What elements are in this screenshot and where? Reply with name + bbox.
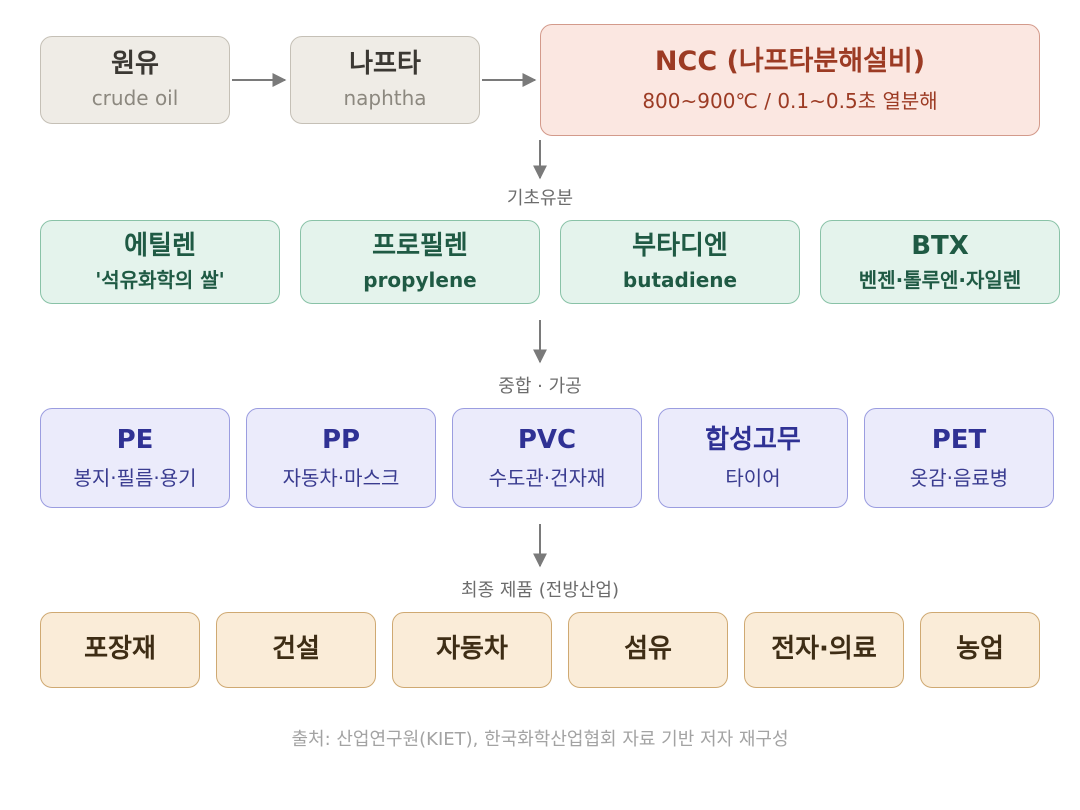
ncc-title: NCC (나프타분해설비) <box>654 45 926 77</box>
final-name: 농업 <box>956 634 1004 665</box>
polymer-use: 타이어 <box>725 465 781 490</box>
polymer-name: PE <box>116 425 154 456</box>
polymer-pet: PET 옷감·음료병 <box>864 408 1054 508</box>
basic-sub: propylene <box>363 267 477 292</box>
stage-label-basic: 기초유분 <box>506 188 574 209</box>
basic-sub: '석유화학의 쌀' <box>95 267 225 292</box>
raw-crude-oil: 원유 crude oil <box>40 36 230 124</box>
polymer-use: 자동차·마스크 <box>282 465 400 490</box>
source-note: 출처: 산업연구원(KIET), 한국화학산업협회 자료 기반 저자 재구성 <box>291 729 789 750</box>
raw-sub: naphtha <box>343 85 427 110</box>
final-agriculture: 농업 <box>920 612 1040 688</box>
basic-btx: BTX 벤젠·톨루엔·자일렌 <box>820 220 1060 304</box>
final-name: 건설 <box>272 634 320 665</box>
stage-label-polymer: 중합 · 가공 <box>498 376 582 397</box>
basic-name: 부타디엔 <box>632 231 728 262</box>
polymer-pvc: PVC 수도관·건자재 <box>452 408 642 508</box>
polymer-name: PP <box>321 425 361 456</box>
final-automobile: 자동차 <box>392 612 552 688</box>
basic-name: BTX <box>911 231 969 262</box>
ncc-desc: 800~900℃ / 0.1~0.5초 열분해 <box>642 89 938 114</box>
polymer-pe: PE 봉지·필름·용기 <box>40 408 230 508</box>
final-name: 포장재 <box>84 634 156 665</box>
polymer-name: 합성고무 <box>705 425 801 456</box>
raw-naphtha: 나프타 naphtha <box>290 36 480 124</box>
raw-name: 원유 <box>111 49 159 80</box>
final-name: 자동차 <box>436 634 508 665</box>
basic-butadiene: 부타디엔 butadiene <box>560 220 800 304</box>
stage-label-final: 최종 제품 (전방산업) <box>461 580 619 601</box>
polymer-pp: PP 자동차·마스크 <box>246 408 436 508</box>
polymer-use: 봉지·필름·용기 <box>73 465 197 490</box>
polymer-name: PET <box>931 425 987 456</box>
final-name: 섬유 <box>624 634 672 665</box>
basic-propylene: 프로필렌 propylene <box>300 220 540 304</box>
basic-sub: 벤젠·톨루엔·자일렌 <box>858 267 1022 292</box>
final-name: 전자·의료 <box>771 634 877 665</box>
ncc-box: NCC (나프타분해설비) 800~900℃ / 0.1~0.5초 열분해 <box>540 24 1040 136</box>
raw-name: 나프타 <box>349 49 421 80</box>
polymer-use: 수도관·건자재 <box>488 465 606 490</box>
final-packaging: 포장재 <box>40 612 200 688</box>
polymer-synthetic-rubber: 합성고무 타이어 <box>658 408 848 508</box>
basic-name: 에틸렌 <box>124 231 196 262</box>
basic-name: 프로필렌 <box>372 231 468 262</box>
final-construction: 건설 <box>216 612 376 688</box>
final-electronics-medical: 전자·의료 <box>744 612 904 688</box>
basic-ethylene: 에틸렌 '석유화학의 쌀' <box>40 220 280 304</box>
raw-sub: crude oil <box>91 85 179 110</box>
basic-sub: butadiene <box>622 267 738 292</box>
polymer-name: PVC <box>517 425 577 456</box>
polymer-use: 옷감·음료병 <box>909 465 1009 490</box>
final-textile: 섬유 <box>568 612 728 688</box>
